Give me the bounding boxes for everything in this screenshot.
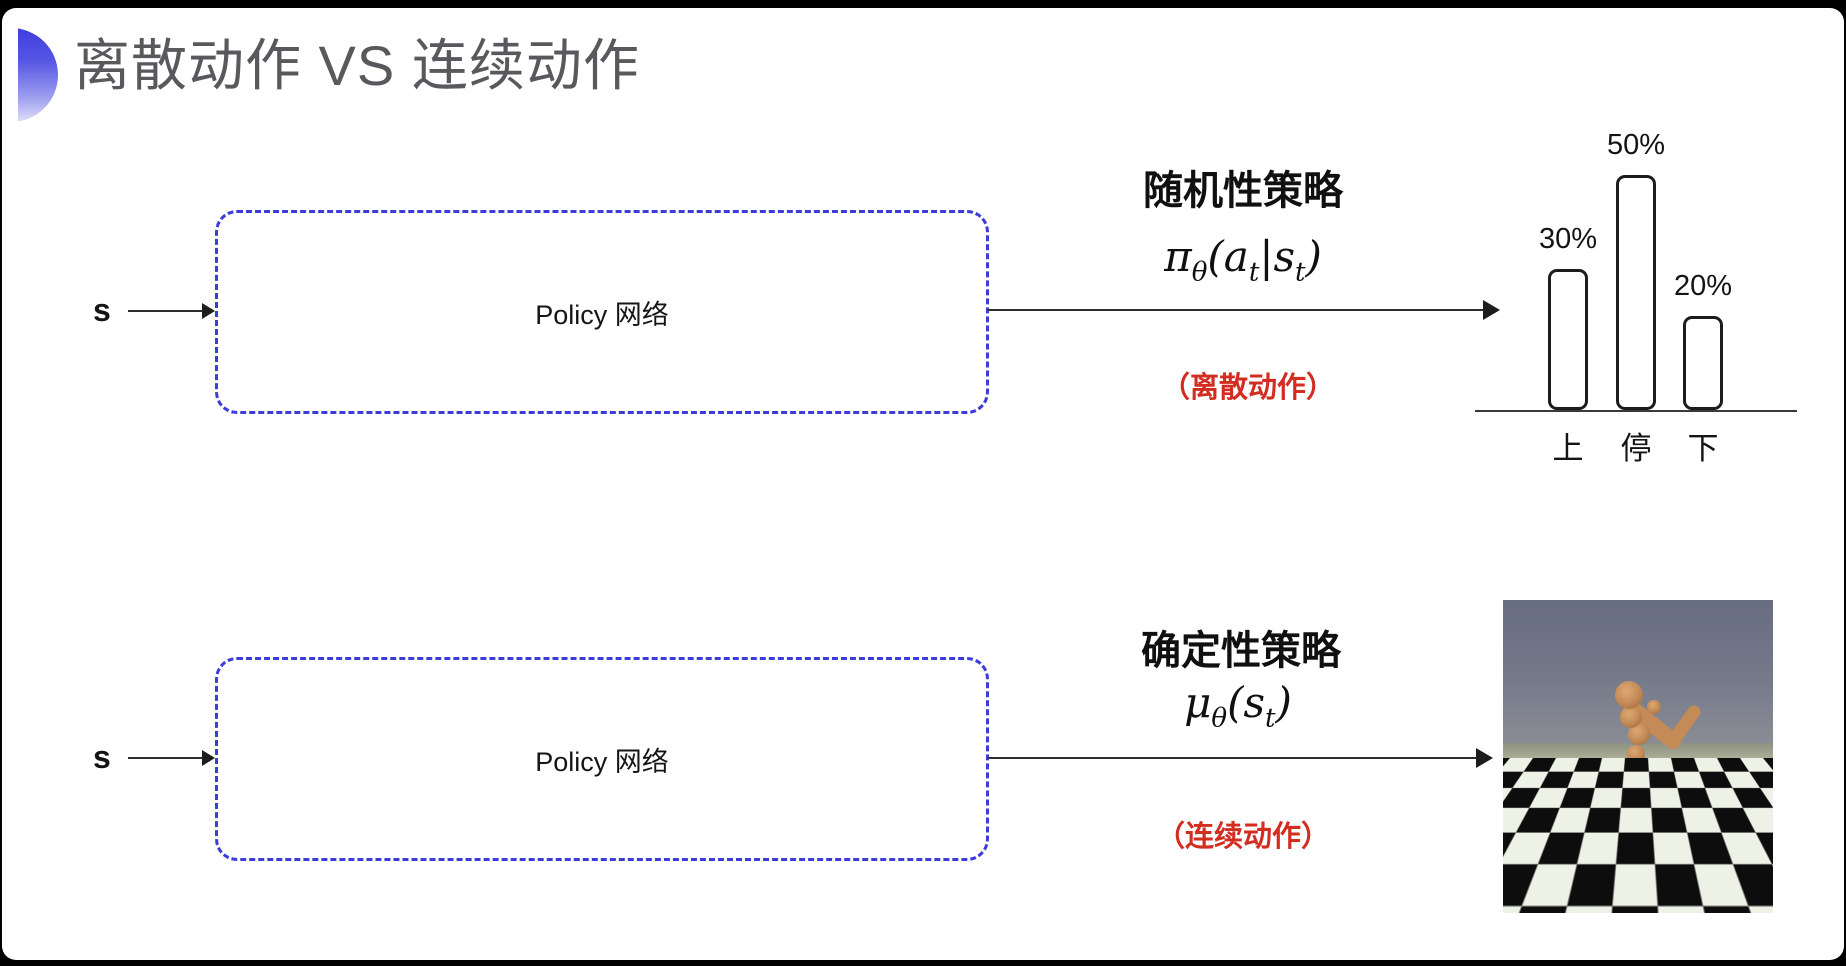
bar-category-label: 下 — [1643, 423, 1763, 468]
half-disc-icon — [18, 28, 58, 122]
discrete-action-label: （离散动作） — [1093, 364, 1403, 406]
bar-value-label: 50% — [1576, 129, 1696, 162]
state-input-label-bottom: s — [93, 739, 111, 776]
state-input-label-top: s — [93, 292, 111, 329]
bar-value-label: 20% — [1643, 270, 1763, 303]
deterministic-policy-formula: μθ(st) — [1088, 678, 1388, 727]
continuous-action-label: （连续动作） — [1088, 813, 1398, 855]
policy-network-box-bottom: Policy 网络 — [215, 657, 989, 861]
humanoid-robot-image — [1503, 600, 1773, 913]
bar-下 — [1683, 316, 1723, 410]
chart-baseline — [1475, 410, 1797, 412]
humanoid-figure-icon — [1503, 600, 1773, 913]
input-arrow-line-top — [128, 310, 204, 312]
policy-network-label-bottom: Policy 网络 — [535, 740, 669, 779]
policy-network-label-top: Policy 网络 — [535, 293, 669, 332]
input-arrow-head-top — [202, 303, 215, 319]
bar-上 — [1548, 269, 1588, 410]
deterministic-policy-title: 确定性策略 — [1091, 618, 1391, 676]
frame-left — [0, 0, 2, 966]
policy-network-box-top: Policy 网络 — [215, 210, 989, 414]
output-arrow-line-top — [988, 309, 1484, 311]
input-arrow-head-bottom — [202, 750, 215, 766]
page-title: 离散动作 VS 连续动作 — [74, 34, 640, 98]
output-arrow-head-bottom — [1476, 748, 1493, 768]
bar-value-label: 30% — [1508, 223, 1628, 256]
action-probability-chart: 30%上50%停20%下 — [1472, 115, 1817, 460]
frame-top — [0, 0, 1846, 8]
stochastic-policy-formula: πθ(at|st) — [1093, 232, 1393, 281]
frame-bottom — [0, 960, 1846, 966]
title-accent-icon — [18, 28, 58, 122]
output-arrow-line-bottom — [988, 757, 1477, 759]
input-arrow-line-bottom — [128, 757, 204, 759]
stochastic-policy-title: 随机性策略 — [1093, 158, 1393, 216]
